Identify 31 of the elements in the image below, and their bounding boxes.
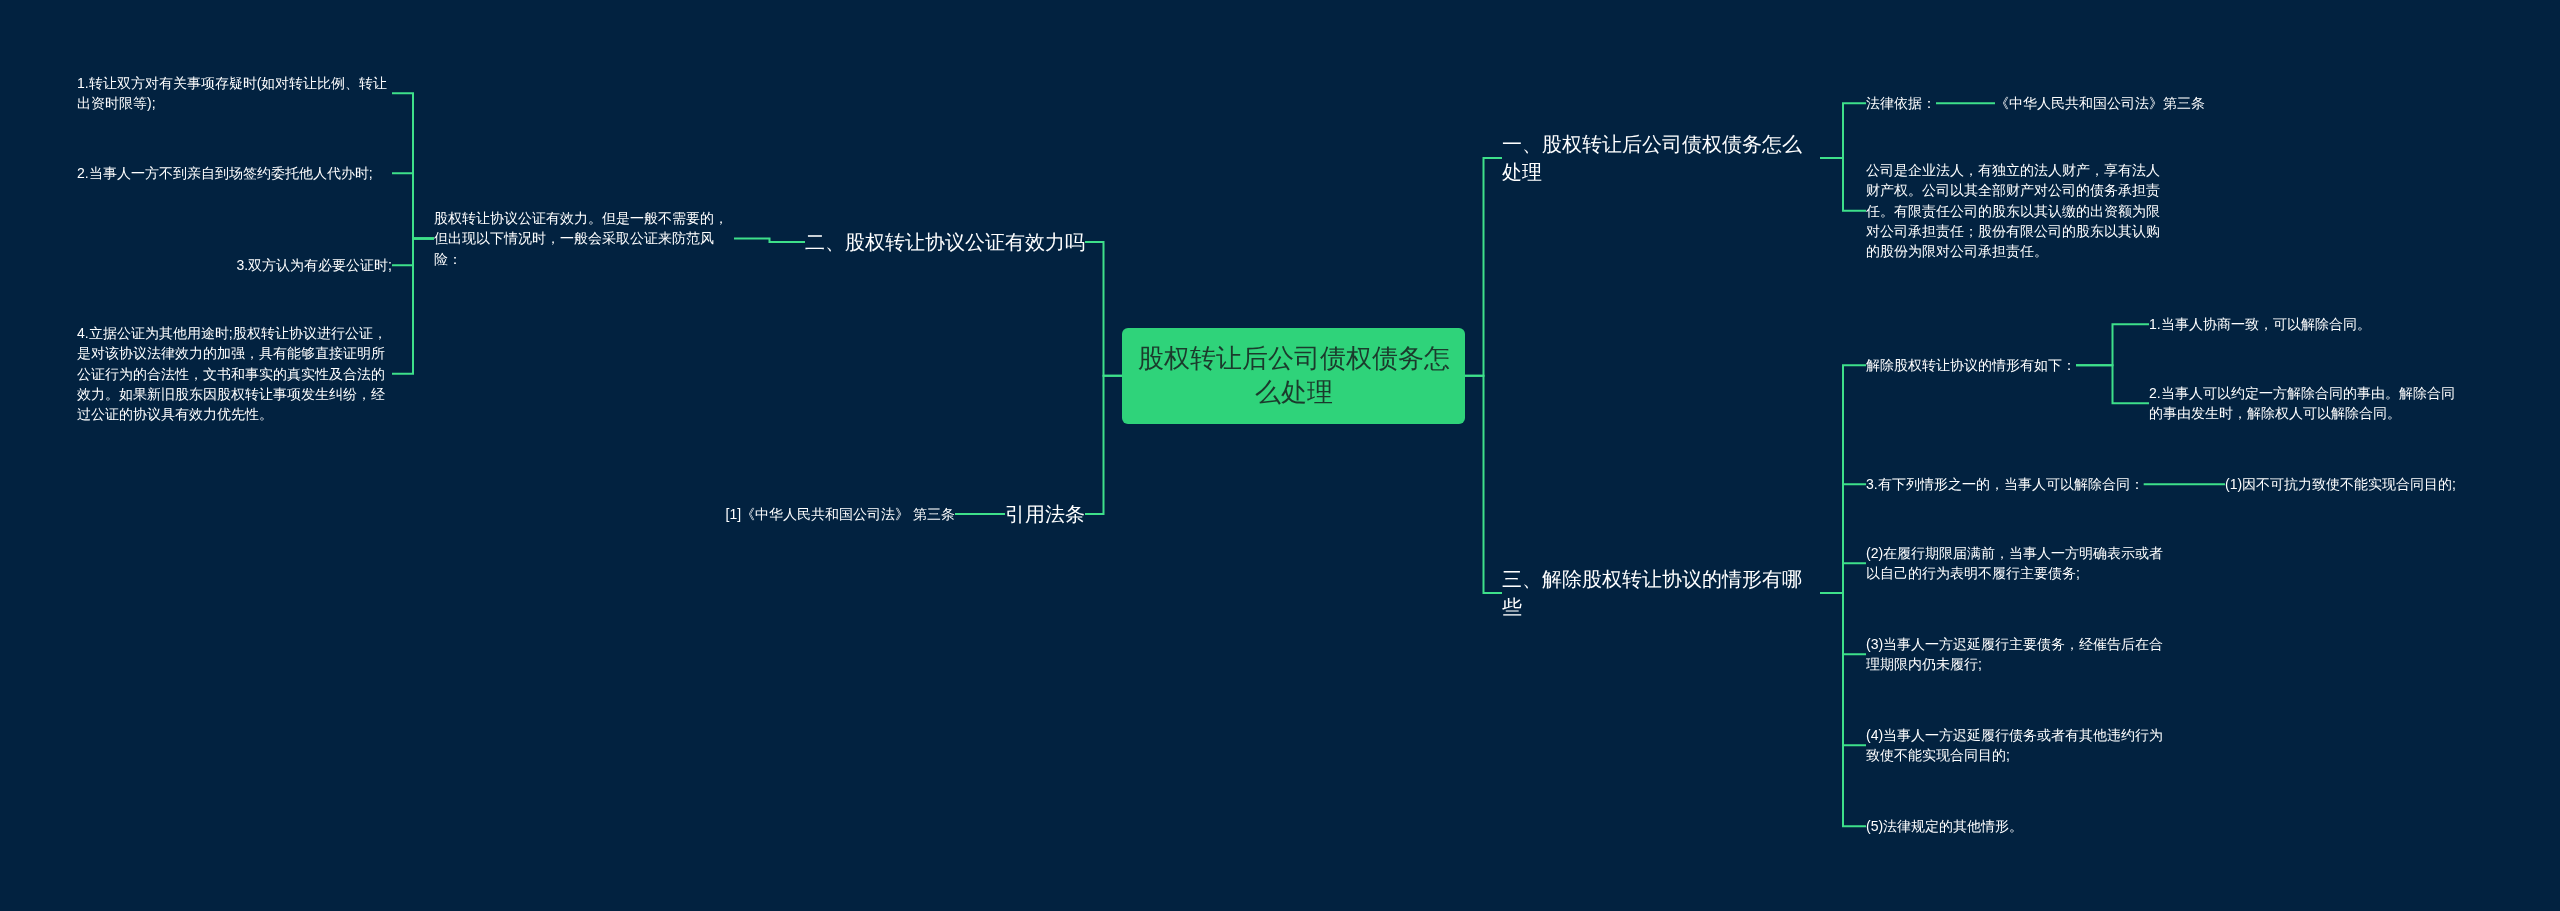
- connector-line: [733, 237, 806, 243]
- topic-text: 3.双方认为有必要公证时;: [77, 255, 392, 276]
- topic-text: 3.有下列情形之一的，当事人可以解除合同：: [1866, 474, 2144, 495]
- topic-text: 二、股权转让协议公证有效力吗: [805, 228, 1085, 256]
- connector-line: [1935, 102, 1996, 105]
- connector-line: [1084, 374, 1123, 515]
- topic-text: 股权转让协议公证有效力。但是一般不需要的，但出现以下情况时，一般会采取公证来防范风险：: [434, 208, 734, 269]
- topic-text: 一、股权转让后公司债权债务怎么处理: [1502, 130, 1820, 186]
- topic-text: 解除股权转让协议的情形有如下：: [1866, 355, 2076, 376]
- topic-text: (3)当事人一方迟延履行主要债务，经催告后在合理期限内仍未履行;: [1866, 634, 2172, 675]
- topic-text: (5)法律规定的其他情形。: [1866, 816, 2024, 837]
- connector-line: [1464, 374, 1503, 594]
- topic-text: 《中华人民共和国公司法》第三条: [1995, 93, 2205, 114]
- topic-text: [1]《中华人民共和国公司法》 第三条: [725, 504, 955, 525]
- topic-text: 公司是企业法人，有独立的法人财产，享有法人财产权。公司以其全部财产对公司的债务承担责任。有限责任公司的股东以其认缴的出资额为限对公司承担责任；股份有限公司的股东以其认购的股份为限对公司承担责任。: [1866, 160, 2162, 262]
- connector-line: [2075, 364, 2150, 405]
- topic-text: 4.立据公证为其他用途时;股权转让协议进行公证，是对该协议法律效力的加强，具有能够直接证明所公证行为的合法性，文书和事实的真实性及合法的效力。如果新旧股东因股权转让事项发生纠纷，经过公证的协议具有效力优先性。: [77, 323, 392, 425]
- topic-text: (1)因不可抗力致使不能实现合同目的;: [2225, 474, 2456, 495]
- topic-text: 引用法条: [1005, 500, 1085, 528]
- connector-line: [954, 513, 1006, 515]
- root-topic-box: 股权转让后公司债权债务怎么处理: [1122, 328, 1465, 424]
- topic-text: 法律依据：: [1866, 93, 1936, 114]
- topic-text: 三、解除股权转让协议的情形有哪些: [1502, 565, 1820, 621]
- connector-line: [2142, 483, 2226, 486]
- connector-line: [391, 237, 435, 375]
- topic-text: 1.当事人协商一致，可以解除合同。: [2149, 314, 2371, 335]
- topic-text: 1.转让双方对有关事项存疑时(如对转让比例、转让出资时限等);: [77, 73, 392, 114]
- topic-text: 2.当事人一方不到亲自到场签约委托他人代办时;: [77, 163, 392, 184]
- topic-text: (4)当事人一方迟延履行债务或者有其他违约行为致使不能实现合同目的;: [1866, 725, 2172, 766]
- topic-text: (2)在履行期限届满前，当事人一方明确表示或者以自己的行为表明不履行主要债务;: [1866, 543, 2172, 584]
- topic-text: 2.当事人可以约定一方解除合同的事由。解除合同的事由发生时，解除权人可以解除合同。: [2149, 383, 2459, 424]
